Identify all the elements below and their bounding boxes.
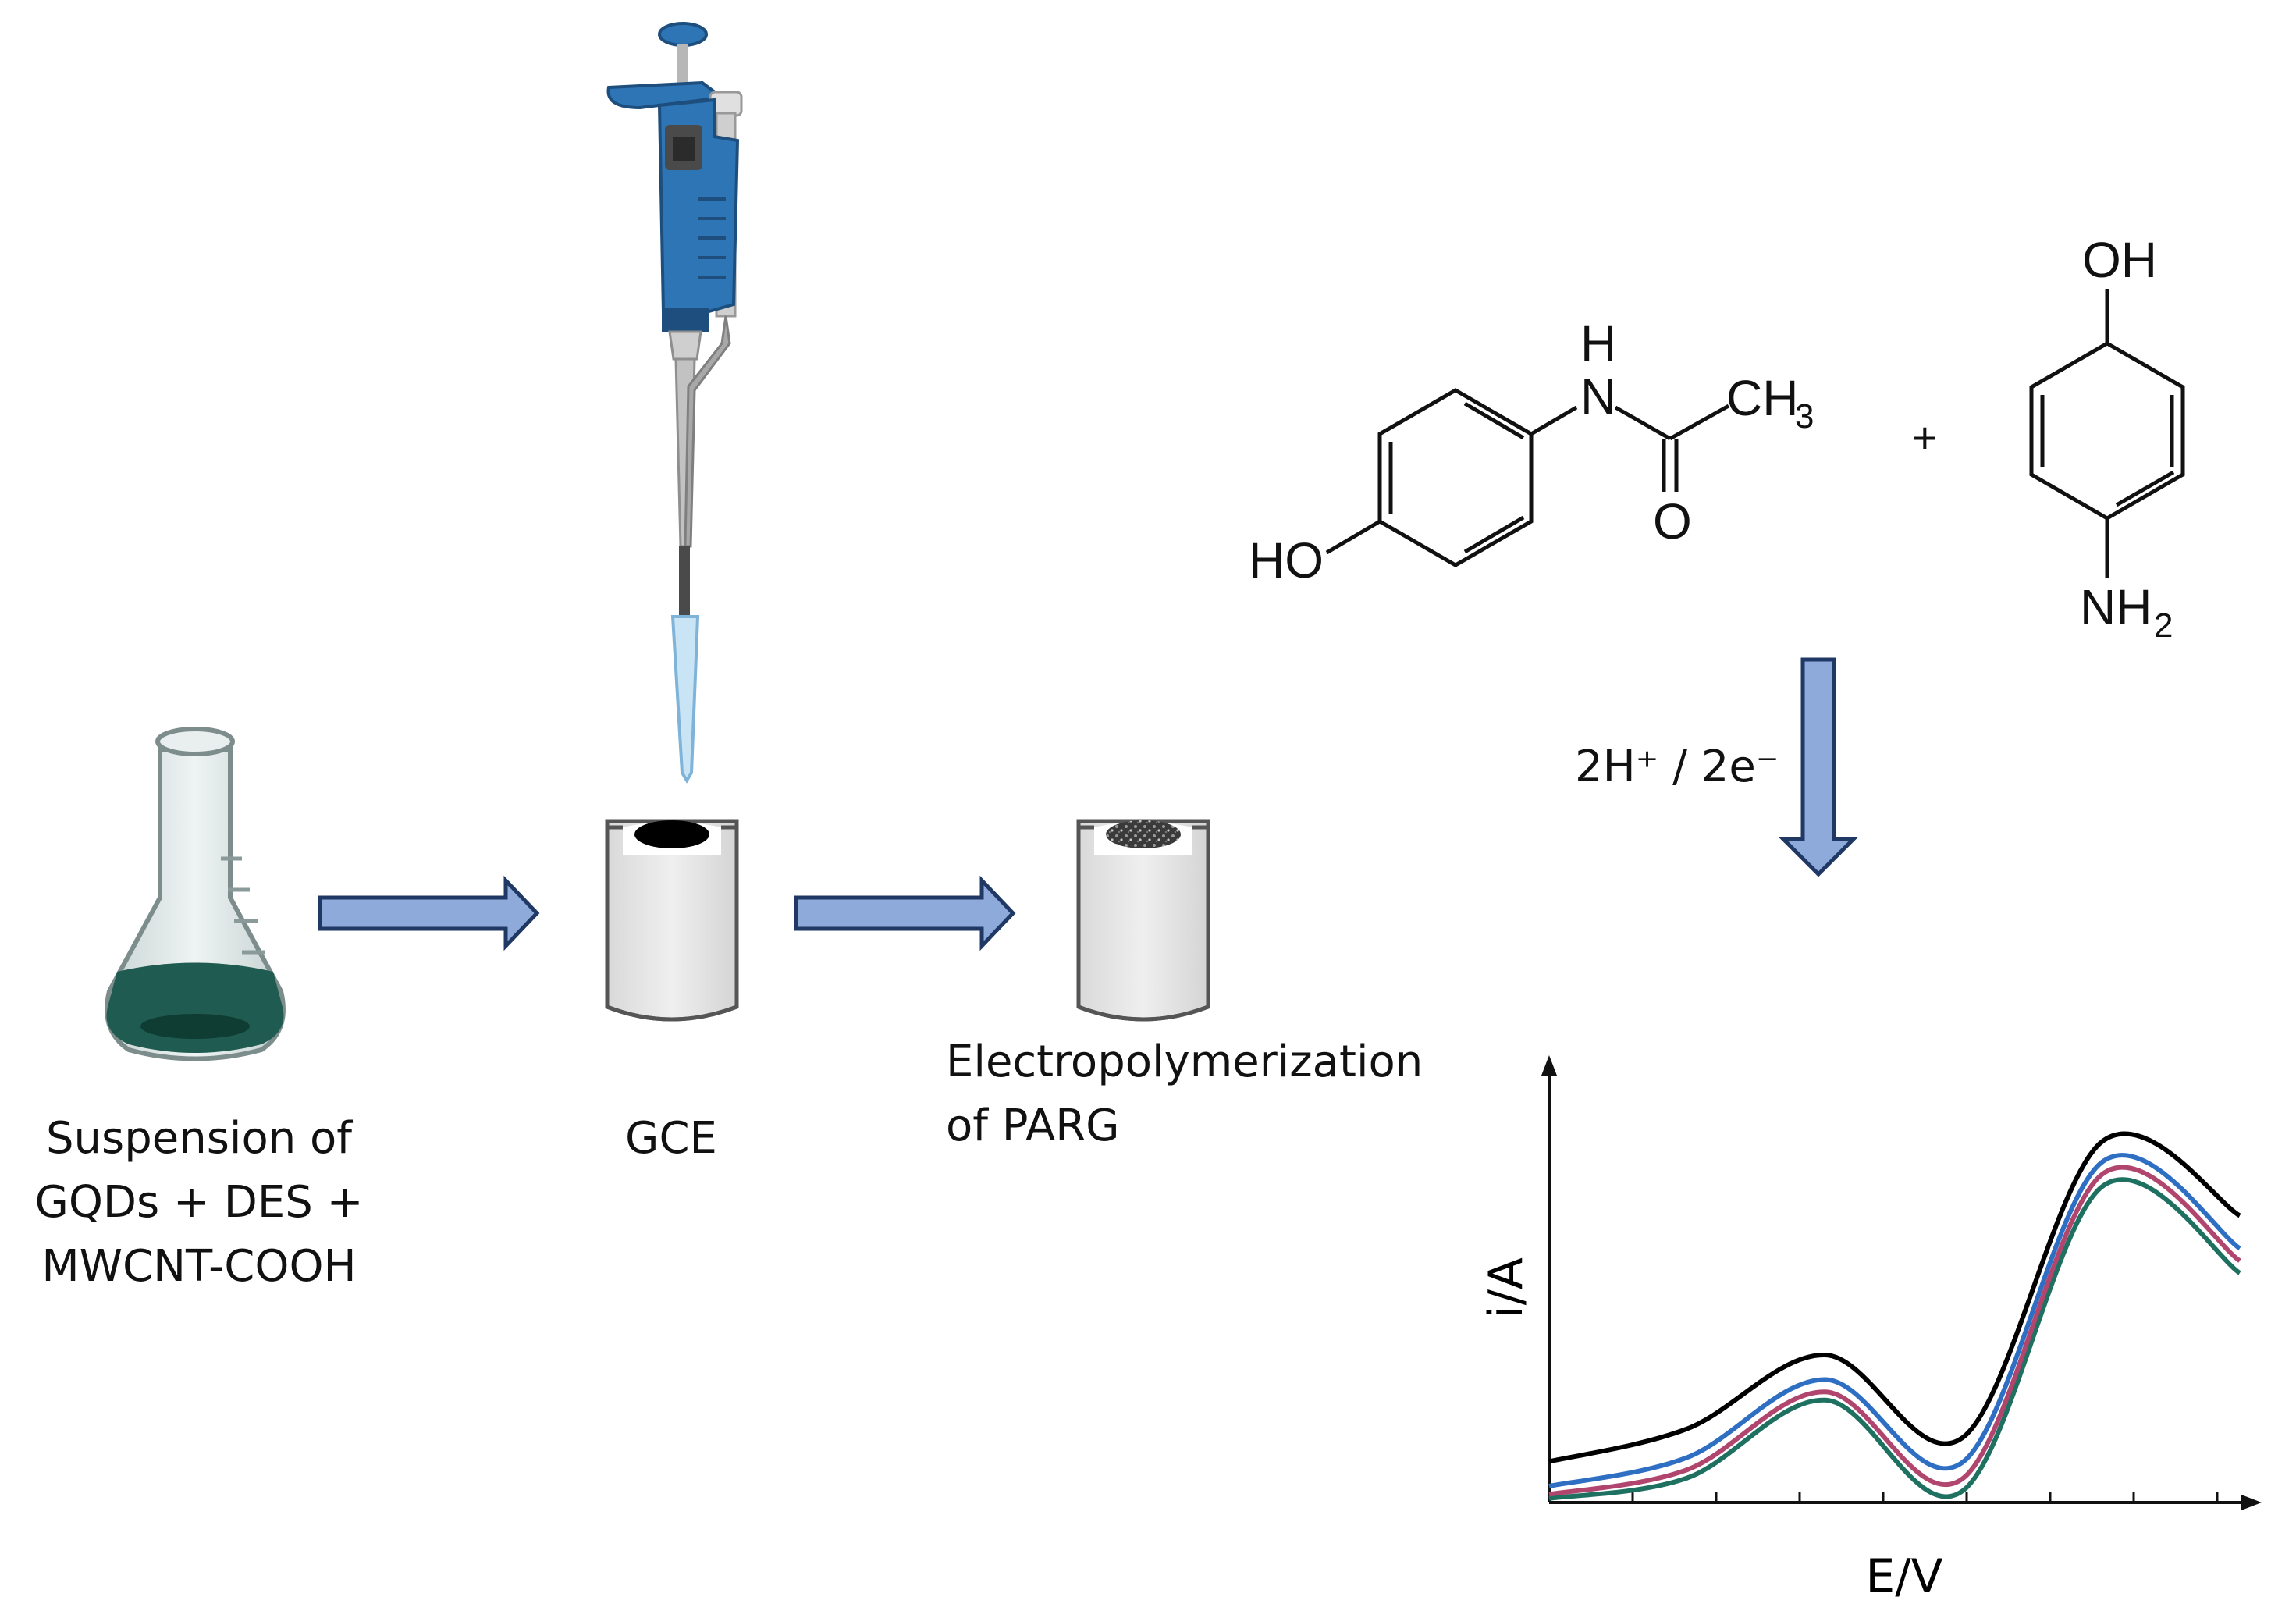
x-axis-ticks bbox=[1631, 1492, 2219, 1502]
arrow-down-to-voltammogram bbox=[1778, 657, 1859, 877]
voltammogram-series-line-1 bbox=[1548, 1131, 2241, 1464]
voltammogram-chart: E/V i/A bbox=[1479, 1055, 2262, 1604]
suspension-label-line-1: Suspension of bbox=[46, 1113, 352, 1164]
y-axis-title: i/A bbox=[1479, 1257, 1534, 1318]
gce-label: GCE bbox=[625, 1113, 717, 1164]
gce-electrode-icon bbox=[605, 819, 739, 1022]
reaction-label: 2H⁺ / 2e⁻ bbox=[1575, 741, 1779, 792]
voltammogram-series-line-2 bbox=[1548, 1153, 2241, 1488]
arrow-to-modified-electrode bbox=[794, 875, 1016, 951]
paracetamol-carbonyl-o-label: O bbox=[1653, 493, 1692, 549]
voltammogram-series-line-3 bbox=[1548, 1165, 2241, 1497]
suspension-label-line-2: GQDs + DES + bbox=[34, 1177, 364, 1228]
electropolymerization-label-line-1: Electropolymerization bbox=[946, 1037, 1423, 1087]
plus-sign: + bbox=[1912, 413, 1938, 462]
paracetamol-methyl-subscript: 3 bbox=[1795, 397, 1814, 436]
aminophenol-amine-subscript: 2 bbox=[2154, 606, 2173, 645]
x-axis-title: E/V bbox=[1865, 1549, 1942, 1604]
voltammogram-curves bbox=[1548, 1131, 2241, 1501]
modified-electrode-icon bbox=[1076, 819, 1210, 1022]
arrow-to-gce bbox=[318, 875, 540, 951]
suspension-label-line-3: MWCNT-COOH bbox=[41, 1241, 357, 1292]
paracetamol-oh-label: HO bbox=[1249, 532, 1324, 589]
aminophenol-amine-label: NH bbox=[2080, 579, 2152, 635]
y-axis-arrowhead bbox=[1541, 1055, 1557, 1076]
electropolymerization-label: Electropolymerization of PARG bbox=[946, 1030, 1423, 1158]
electropolymerization-label-line-2: of PARG bbox=[946, 1101, 1120, 1151]
erlenmeyer-flask-icon bbox=[105, 727, 286, 1061]
paracetamol-methyl-label: CH bbox=[1726, 370, 1798, 426]
x-axis-arrowhead bbox=[2241, 1495, 2262, 1510]
paracetamol-nh-n-label: N bbox=[1580, 368, 1616, 425]
micropipette-icon bbox=[606, 22, 743, 784]
voltammogram-series-line-4 bbox=[1548, 1177, 2241, 1501]
flask-liquid bbox=[106, 962, 284, 1053]
aminophenol-structure bbox=[2029, 289, 2185, 578]
paracetamol-structure bbox=[1325, 388, 1730, 567]
paracetamol-nh-h-label: H bbox=[1580, 315, 1616, 372]
suspension-label: Suspension of GQDs + DES + MWCNT-COOH bbox=[16, 1107, 382, 1299]
aminophenol-oh-label: OH bbox=[2082, 232, 2157, 288]
